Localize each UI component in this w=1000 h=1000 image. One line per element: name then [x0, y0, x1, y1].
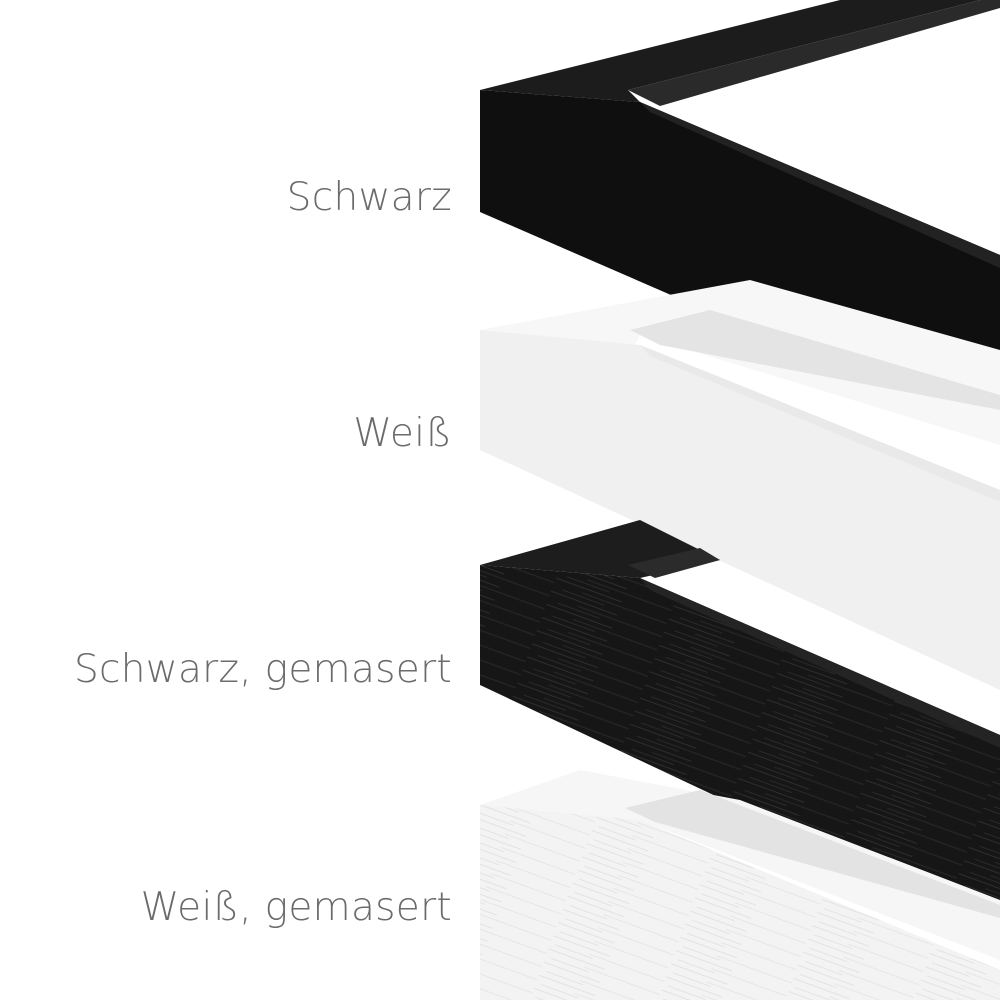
variant-label-white-grained: Weiß, gemasert — [140, 885, 452, 930]
frame-black-top-face — [480, 0, 981, 102]
frame-black-grained-rebate — [628, 548, 720, 578]
frame-black-grained-inner-edge — [640, 578, 1000, 748]
frame-white-grained-front-face — [480, 805, 1000, 1000]
frame-corner-black-grained — [480, 520, 1000, 930]
frame-black-rebate — [628, 0, 1000, 106]
variant-label-black-grained: Schwarz, gemasert — [73, 647, 452, 692]
variant-label-black: Schwarz — [286, 175, 452, 220]
frame-corner-white — [480, 280, 1000, 690]
frame-black-inner-edge — [640, 102, 1000, 268]
frame-white-top-face — [480, 280, 1000, 445]
frame-white-front-face — [480, 330, 1000, 690]
variant-label-white: Weiß — [353, 411, 452, 456]
frame-black-grained-front-face — [480, 565, 1000, 930]
frame-white-inner-edge — [640, 345, 1000, 502]
frame-white-rebate — [630, 310, 1000, 410]
frame-corner-white-grained — [480, 770, 1000, 1000]
frame-white-grained-rebate — [625, 790, 1000, 918]
